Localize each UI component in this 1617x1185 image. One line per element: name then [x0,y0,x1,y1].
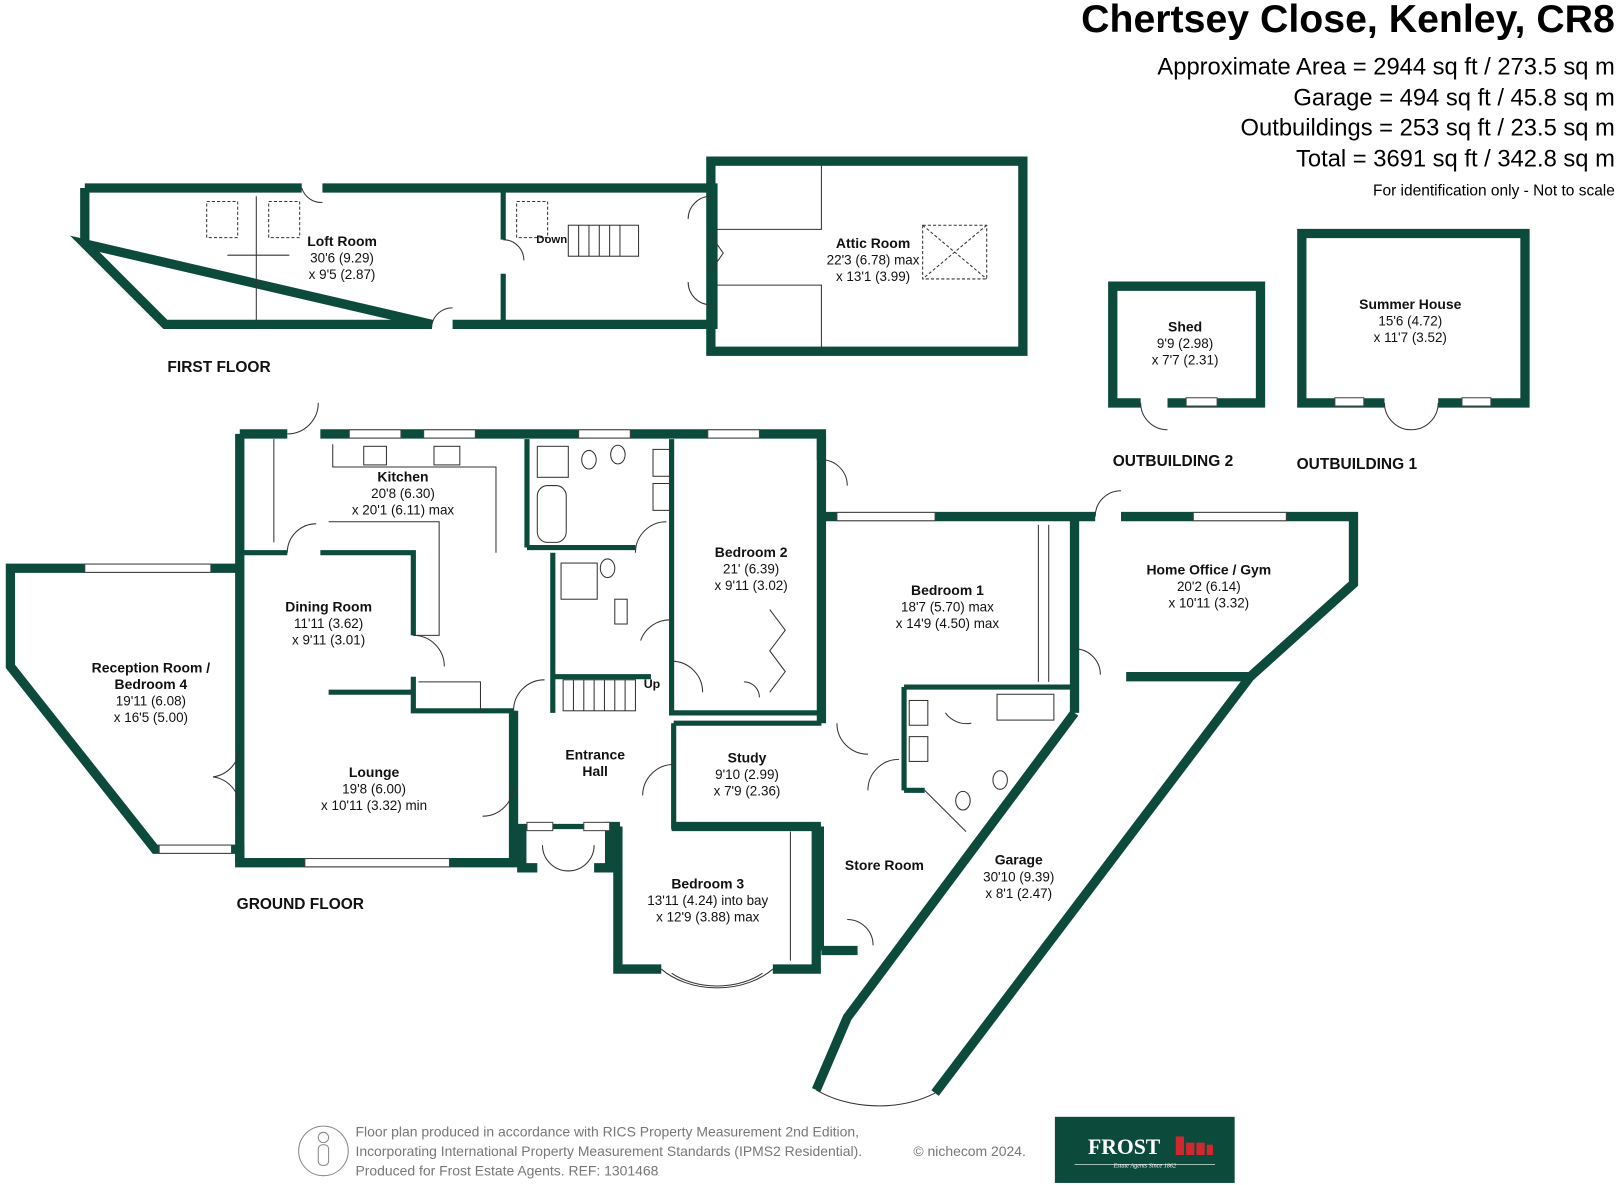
footer: Floor plan produced in accordance with R… [298,1116,1235,1183]
reception-room-name2: Bedroom 4 [115,676,188,692]
plan-title: Chertsey Close, Kenley, CR8 [1081,0,1615,41]
entrance-hall-name2: Hall [582,763,608,779]
stairs-down-label: Down [536,234,567,246]
footer-line-2: Incorporating International Property Mea… [355,1143,862,1159]
logo-tagline: Estate Agents Since 1862 [1112,1162,1176,1169]
lounge-name: Lounge [349,764,400,780]
bedroom1-office-walls [816,433,1359,724]
bedroom2-name: Bedroom 2 [715,544,788,560]
first-floor-label: FIRST FLOOR [167,359,270,376]
entrance-hall-name: Entrance [565,746,625,762]
reception-room-dim2: x 16'5 (5.00) [114,710,188,725]
bedroom3-walls [613,821,821,974]
dining-room-dim1: 11'11 (3.62) [294,616,363,631]
kitchen-dim2: x 20'1 (6.11) max [352,502,455,517]
garage-dim2: x 8'1 (2.47) [985,886,1052,901]
bedroom2-dim1: 21' (6.39) [723,561,779,576]
frost-logo: FROST Estate Agents Since 1862 [1054,1116,1235,1183]
first-floor: Loft Room 30'6 (9.29) x 9'5 (2.87) Down … [70,156,1028,376]
shed-dim2: x 7'7 (2.31) [1152,353,1219,368]
outbuildings-area: Outbuildings = 253 sq ft / 23.5 sq m [1241,114,1615,141]
study-dim1: 9'10 (2.99) [715,767,779,782]
stairs-up-label: Up [644,677,661,691]
garage-walls [811,673,1254,1096]
bedroom3-name: Bedroom 3 [671,875,744,891]
garage-name: Garage [995,852,1043,868]
outbuilding-2-label: OUTBUILDING 2 [1113,453,1233,470]
home-office-dim1: 20'2 (6.14) [1177,579,1241,594]
study-dim2: x 7'9 (2.36) [714,784,781,799]
dining-room-name: Dining Room [285,599,372,615]
attic-room-dim1: 22'3 (6.78) max [827,252,920,267]
home-office-name: Home Office / Gym [1146,561,1271,577]
ground-floor: Kitchen 20'8 (6.30) x 20'1 (6.11) max Di… [5,402,1359,1107]
footer-line-3: Produced for Frost Estate Agents. REF: 1… [355,1163,658,1179]
study-name: Study [728,749,767,765]
attic-walls [706,156,1028,356]
outbuildings: Shed 9'9 (2.98) x 7'7 (2.31) OUTBUILDING… [1108,228,1530,473]
bedroom1-dim2: x 14'9 (4.50) max [896,616,1000,631]
ground-floor-label: GROUND FLOOR [237,896,364,913]
outbuilding-1-label: OUTBUILDING 1 [1297,456,1418,473]
lounge-dim2: x 10'11 (3.32) min [321,798,427,813]
shed-dim1: 9'9 (2.98) [1157,336,1213,351]
attic-room-name: Attic Room [836,235,910,251]
garage-dim1: 30'10 (9.39) [983,869,1054,884]
bedroom2-dim2: x 9'11 (3.02) [715,578,788,593]
scale-note: For identification only - Not to scale [1373,182,1615,199]
loft-room-dim1: 30'6 (9.29) [310,250,374,265]
loft-room-dim2: x 9'5 (2.87) [309,267,376,282]
reception-room-dim1: 19'11 (6.08) [116,694,186,709]
loft-room-name: Loft Room [307,233,377,249]
logo-text: FROST [1088,1135,1161,1159]
dining-room-dim2: x 9'11 (3.01) [292,633,365,648]
kitchen-dim1: 20'8 (6.30) [371,486,435,501]
bedroom1-dim1: 18'7 (5.70) max [901,600,994,615]
summer-house-name: Summer House [1359,296,1461,312]
home-office-dim2: x 10'11 (3.32) [1169,595,1250,610]
footer-line-1: Floor plan produced in accordance with R… [355,1123,859,1139]
garage-area: Garage = 494 sq ft / 45.8 sq m [1293,84,1614,111]
bedroom3-dim1: 13'11 (4.24) into bay [647,893,768,908]
total-area: Total = 3691 sq ft / 342.8 sq m [1296,145,1615,172]
kitchen-name: Kitchen [377,468,428,484]
shed-walls [1108,281,1266,408]
summer-house-dim1: 15'6 (4.72) [1378,313,1442,328]
summer-house-walls [1297,228,1530,408]
person-icon [298,1125,349,1177]
approx-area: Approximate Area = 2944 sq ft / 273.5 sq… [1157,53,1614,80]
bedroom3-dim2: x 12'9 (3.88) max [656,910,760,925]
reception-room-name: Reception Room / [92,660,211,676]
lounge-dim1: 19'8 (6.00) [342,781,406,796]
store-room-name: Store Room [845,857,924,873]
bedroom1-name: Bedroom 1 [911,582,984,598]
attic-room-dim2: x 13'1 (3.99) [836,269,910,284]
summer-house-dim2: x 11'7 (3.52) [1374,330,1447,345]
shed-name: Shed [1168,319,1202,335]
copyright: © nichecom 2024. [913,1143,1026,1159]
